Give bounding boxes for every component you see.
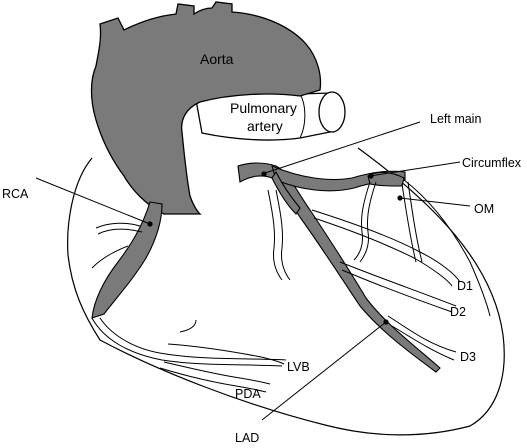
label-pda: PDA [235, 387, 261, 401]
label-d3: D3 [460, 350, 476, 364]
pointer-lines [35, 121, 471, 421]
label-d1: D1 [457, 279, 473, 293]
label-d2: D2 [450, 305, 466, 319]
pulmonary-artery [195, 91, 346, 141]
label-left-main: Left main [430, 112, 481, 126]
label-pulmonary-line2: artery [247, 118, 283, 134]
pointer-lad [261, 321, 387, 421]
pointer-om [399, 197, 471, 207]
branch-vessels [91, 179, 491, 393]
pointer-rca [35, 177, 151, 225]
marker-dots [147, 171, 403, 325]
aorta [90, 1, 322, 215]
pointer-left-main [261, 121, 421, 175]
heart-outline [67, 147, 505, 436]
label-aorta: Aorta [200, 51, 234, 67]
pointer-circumflex [369, 161, 461, 177]
rca-vessel [91, 201, 163, 319]
label-lad: LAD [235, 431, 259, 445]
label-pulmonary-line1: Pulmonary [230, 100, 297, 116]
coronary-vessels [91, 162, 441, 373]
label-lvb: LVB [287, 360, 310, 374]
circumflex-vessel [271, 165, 406, 192]
label-rca: RCA [2, 187, 29, 201]
label-circumflex: Circumflex [462, 156, 522, 170]
label-om: OM [474, 202, 494, 216]
